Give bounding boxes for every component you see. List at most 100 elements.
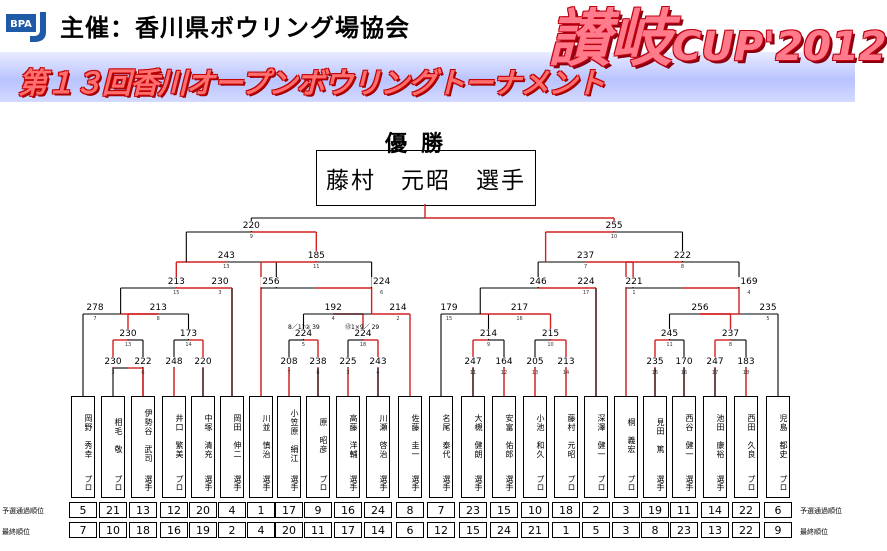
match-score: 224 bbox=[352, 329, 374, 339]
match-score: 185 bbox=[305, 251, 327, 261]
qualifying-rank-cell: 22 bbox=[732, 502, 760, 518]
player-type: 選手 bbox=[505, 475, 514, 491]
match-score: 222 bbox=[132, 357, 154, 367]
match-number: 5 bbox=[766, 316, 770, 322]
match-score: 246 bbox=[527, 277, 549, 287]
qualifying-rank-cell: 5 bbox=[69, 502, 97, 518]
match-number: 7 bbox=[93, 316, 97, 322]
cup-title-jp: 讃岐 bbox=[548, 2, 673, 75]
qualifying-rank-cell: 19 bbox=[641, 502, 669, 518]
final-rank-cell: 15 bbox=[459, 522, 487, 538]
match-score: 224 bbox=[292, 329, 315, 339]
player-card: 佐藤 圭一選手 bbox=[398, 396, 422, 498]
match-score: 192 bbox=[322, 303, 344, 313]
player-type: 選手 bbox=[379, 475, 388, 491]
qualifying-rank-cell: 17 bbox=[275, 502, 303, 518]
match-score: 164 bbox=[493, 357, 515, 367]
player-card: 深澤 健一プロ bbox=[584, 396, 608, 498]
qualifying-rank-cell: 3 bbox=[612, 502, 640, 518]
match-number: 8 bbox=[316, 370, 320, 376]
champion-name-box: 藤村 元昭 選手 bbox=[316, 150, 536, 206]
final-rank-cell: 10 bbox=[99, 522, 127, 538]
match-number: 10 bbox=[610, 234, 618, 240]
player-name: 安富 佑郎 bbox=[505, 413, 514, 459]
final-rank-cell: 22 bbox=[732, 522, 760, 538]
final-rank-label-left: 最終順位 bbox=[2, 528, 30, 536]
player-name: 佐藤 圭一 bbox=[411, 413, 420, 459]
player-type: 選手 bbox=[656, 475, 665, 491]
player-name: 大槻 健朗 bbox=[474, 413, 483, 459]
qualifying-rank-cell: 1 bbox=[247, 502, 275, 518]
player-card: 見田 篤選手 bbox=[643, 396, 667, 498]
match-number: 17 bbox=[582, 290, 590, 296]
player-type: 選手 bbox=[685, 475, 694, 491]
final-rank-cell: 12 bbox=[427, 522, 455, 538]
player-card: 西谷 健一選手 bbox=[672, 396, 696, 498]
match-number: 7 bbox=[287, 370, 291, 376]
player-name: 伊勢谷 武司 bbox=[144, 409, 153, 463]
match-number: 6 bbox=[380, 290, 384, 296]
match-score: 213 bbox=[147, 303, 169, 313]
final-rank-cell: 3 bbox=[612, 522, 640, 538]
player-name: 西田 久良 bbox=[747, 413, 756, 459]
match-score: 222 bbox=[671, 251, 694, 261]
player-card: 西田 久良プロ bbox=[734, 396, 758, 498]
player-card: 藤村 元昭プロ bbox=[554, 396, 578, 498]
player-name: 桐 義宏 bbox=[627, 418, 636, 454]
player-card: 小池 和久プロ bbox=[523, 396, 547, 498]
tournament-title: 第１３回香川オープンボウリングトーナメント bbox=[18, 66, 605, 100]
final-rank-cell: 6 bbox=[396, 522, 424, 538]
qualifying-rank-cell: 23 bbox=[459, 502, 487, 518]
player-type: プロ bbox=[779, 475, 788, 491]
qualifying-rank-cell: 16 bbox=[334, 502, 362, 518]
player-name: 名尾 泰代 bbox=[442, 413, 451, 459]
match-score: 205 bbox=[524, 357, 546, 367]
bracket-lines bbox=[82, 204, 779, 396]
match-score: 215 bbox=[539, 329, 562, 339]
match-score: 220 bbox=[240, 221, 262, 231]
player-card: 安富 佑郎選手 bbox=[492, 396, 516, 498]
match-score: 224 bbox=[575, 277, 597, 287]
final-rank-cell: 24 bbox=[490, 522, 518, 538]
player-name: 井口 繁美 bbox=[175, 413, 184, 459]
player-type: プロ bbox=[319, 475, 328, 491]
match-score: 237 bbox=[719, 329, 742, 339]
player-type: プロ bbox=[567, 475, 576, 491]
match-number: 4 bbox=[747, 290, 751, 296]
frame-note: 8／1?② 39 bbox=[288, 324, 320, 331]
player-card: 池田 康裕選手 bbox=[703, 396, 727, 498]
final-rank-cell: 21 bbox=[521, 522, 549, 538]
qualifying-rank-cell: 9 bbox=[304, 502, 332, 518]
match-number: 11 bbox=[666, 342, 673, 348]
match-number: 8 bbox=[680, 264, 685, 270]
player-card: 岡田 伸二選手 bbox=[220, 396, 244, 498]
match-number: 1 bbox=[632, 290, 636, 296]
match-score: 170 bbox=[673, 357, 695, 367]
player-type: 選手 bbox=[262, 475, 271, 491]
final-rank-cell: 23 bbox=[670, 522, 698, 538]
player-card: 川並 慎治選手 bbox=[249, 396, 273, 498]
player-name: 藤村 元昭 bbox=[567, 413, 576, 459]
cup-title-en: CUP'2012 bbox=[672, 24, 887, 70]
player-name: 見田 篤 bbox=[656, 418, 665, 454]
match-number: 13 bbox=[531, 370, 539, 376]
final-rank-cell: 11 bbox=[304, 522, 332, 538]
match-number: 14 bbox=[562, 370, 570, 376]
match-score: 213 bbox=[165, 277, 187, 287]
match-score: 220 bbox=[192, 357, 214, 367]
qualifying-rank-cell: 8 bbox=[396, 502, 424, 518]
player-type: 選手 bbox=[204, 475, 213, 491]
player-card: 高藤 洋輔選手 bbox=[336, 396, 360, 498]
match-score: 247 bbox=[704, 357, 726, 367]
match-number: 11 bbox=[469, 370, 477, 376]
qualifying-rank-cell: 24 bbox=[364, 502, 392, 518]
qualifying-rank-cell: 11 bbox=[670, 502, 698, 518]
match-number: 18 bbox=[359, 342, 367, 348]
title-band bbox=[0, 52, 855, 102]
player-name: 深澤 健一 bbox=[597, 413, 606, 459]
player-name: 中塚 清充 bbox=[204, 413, 213, 459]
match-score: 247 bbox=[462, 357, 484, 367]
match-score: 243 bbox=[367, 357, 389, 367]
match-number: 8 bbox=[728, 342, 733, 348]
match-score: 214 bbox=[387, 303, 409, 313]
